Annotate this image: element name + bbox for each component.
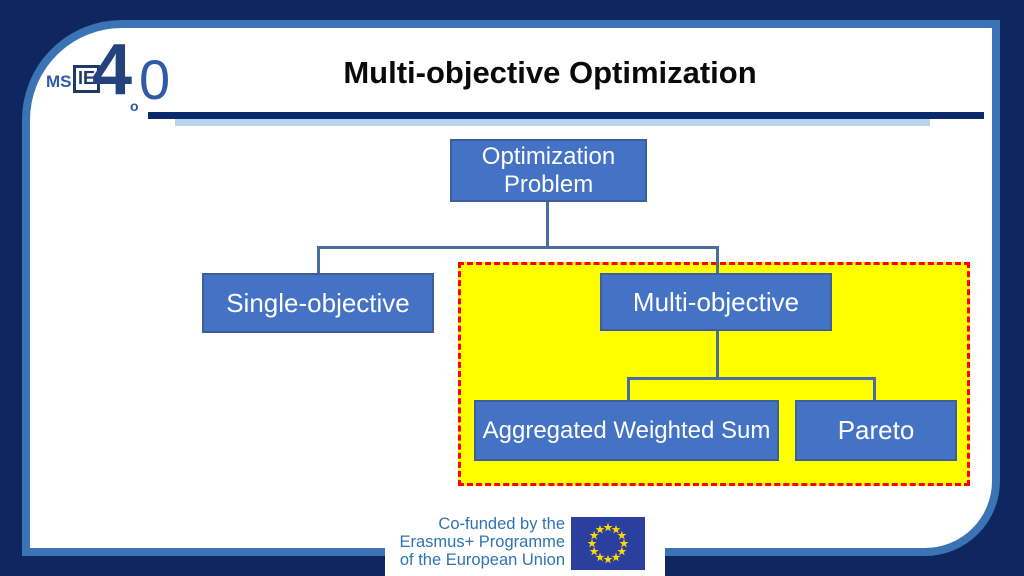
logo-text-dot: o	[130, 98, 139, 114]
credit-line-1: Co-funded by the	[438, 515, 565, 533]
node-optimization-problem: Optimization Problem	[450, 139, 647, 202]
footer: Co-funded by the Erasmus+ Programme of t…	[385, 504, 665, 576]
node-multi-objective: Multi-objective	[600, 273, 832, 331]
connector-level1-bar	[317, 246, 719, 249]
connector-level2-bar	[627, 377, 876, 380]
node-pareto: Pareto	[795, 400, 957, 461]
msie-40-logo: MS IE 4 o 0	[40, 34, 180, 128]
connector-pareto-drop	[873, 379, 876, 401]
erasmus-credit-text: Co-funded by the Erasmus+ Programme of t…	[395, 515, 565, 569]
page-title: Multi-objective Optimization	[343, 55, 757, 90]
connector-multi-drop	[716, 248, 719, 274]
logo-text-zero: 0	[139, 48, 171, 111]
title-underline-light	[175, 119, 930, 126]
connector-single-drop	[317, 248, 320, 274]
connector-multi-out-drop	[716, 330, 719, 378]
logo-text-four: 4	[92, 30, 133, 110]
title-underline-dark	[148, 112, 984, 119]
eu-flag-icon	[571, 517, 645, 570]
credit-line-3: of the European Union	[399, 551, 565, 569]
connector-root-drop	[546, 201, 549, 247]
node-aggregated-weighted-sum: Aggregated Weighted Sum	[474, 400, 779, 461]
credit-line-2: Erasmus+ Programme	[399, 533, 565, 551]
connector-aws-drop	[627, 379, 630, 401]
node-single-objective: Single-objective	[202, 273, 434, 333]
logo-text-ie: IE	[73, 65, 101, 93]
logo-text-ms: MS	[46, 72, 72, 91]
